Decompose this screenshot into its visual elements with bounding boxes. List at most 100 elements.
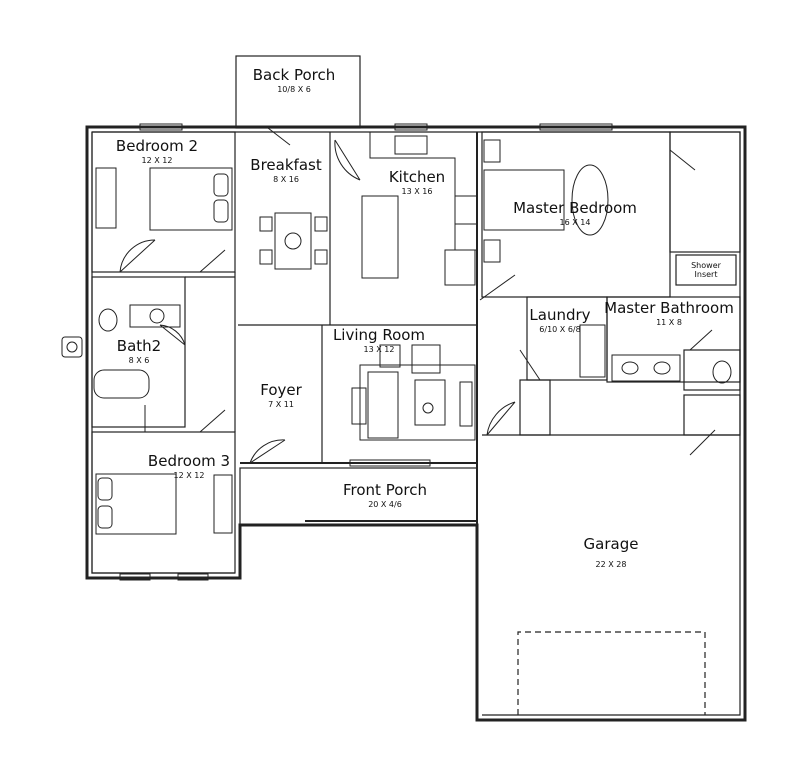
window — [119, 573, 151, 581]
dresser — [95, 167, 117, 229]
hall-closet — [519, 379, 551, 436]
bath2-walls — [91, 276, 186, 428]
sofa — [367, 371, 399, 439]
room-dims: 7 X 11 — [268, 400, 294, 409]
hose-bib-icon — [61, 336, 83, 358]
master-closet — [669, 131, 741, 253]
room-name: Garage — [583, 535, 639, 553]
door-swing — [159, 324, 186, 346]
door-swing — [519, 349, 541, 381]
chair — [314, 216, 328, 232]
window — [349, 459, 431, 467]
room-name: Back Porch — [252, 66, 336, 84]
chair — [259, 216, 273, 232]
room-name: Bedroom 2 — [115, 137, 199, 155]
room-name: Master Bathroom — [604, 299, 734, 317]
room-name: Kitchen — [388, 168, 446, 186]
window — [139, 123, 183, 131]
door-swing — [669, 149, 696, 171]
room-bedroom3: Bedroom 3 12 X 12 — [148, 454, 230, 480]
house-inner-wall-line — [91, 131, 741, 716]
window — [177, 573, 209, 581]
centerpiece — [284, 232, 302, 250]
master-bathroom-walls — [606, 296, 741, 383]
sink — [653, 361, 671, 375]
toilet — [712, 360, 732, 384]
shower-insert-label: Shower Insert — [691, 261, 721, 280]
nightstand — [483, 139, 501, 163]
room-dims: 12 X 12 — [173, 471, 205, 480]
room-dims: 11 X 8 — [656, 318, 682, 327]
door-swing — [267, 127, 291, 146]
room-dims: 8 X 6 — [128, 356, 150, 365]
rug — [359, 364, 476, 441]
sink — [394, 135, 428, 155]
door-swing — [479, 274, 516, 301]
room-dims: 10/8 X 6 — [277, 85, 311, 94]
room-kitchen: Kitchen 13 X 16 — [389, 170, 445, 196]
window — [394, 123, 428, 131]
bedroom2-walls — [91, 131, 236, 273]
room-garage: Garage 22 X 28 — [584, 537, 639, 569]
end-table — [351, 387, 367, 425]
room-dims: 12 X 12 — [141, 156, 173, 165]
stove — [454, 195, 478, 225]
room-foyer: Foyer 7 X 11 — [260, 383, 302, 409]
pillow — [97, 477, 113, 501]
room-living-room: Living Room 13 X 12 — [333, 328, 425, 354]
chair — [259, 249, 273, 265]
room-laundry: Laundry 6/10 X 6/8 — [529, 308, 590, 334]
room-name: Master Bedroom — [513, 199, 637, 217]
dresser — [213, 474, 233, 534]
room-name: Bath2 — [116, 337, 162, 355]
bed — [483, 169, 565, 231]
room-breakfast: Breakfast 8 X 16 — [250, 158, 321, 184]
double-vanity — [611, 354, 681, 382]
toilet-room — [683, 349, 741, 391]
room-dims: 22 X 28 — [595, 560, 627, 569]
room-master-bathroom: Master Bathroom 11 X 8 — [604, 301, 734, 327]
shower-insert-line2: Insert — [694, 269, 718, 279]
door-swing — [199, 409, 226, 433]
closet-small — [683, 394, 741, 436]
sink — [149, 308, 165, 324]
room-dims: 16 X 14 — [559, 218, 591, 227]
house-outer-wall — [85, 125, 747, 722]
room-master-bedroom: Master Bedroom 16 X 14 — [513, 201, 637, 227]
pillow — [213, 173, 229, 197]
toilet — [98, 308, 118, 332]
room-name: Living Room — [332, 326, 426, 344]
armchair — [379, 344, 401, 368]
tub — [93, 369, 150, 399]
bed — [95, 473, 177, 535]
nightstand — [483, 239, 501, 263]
fridge — [444, 249, 476, 286]
room-dims: 8 X 16 — [273, 175, 299, 184]
soaking-tub — [571, 164, 609, 236]
door-swing — [486, 401, 516, 436]
shower-insert-line1: Shower — [691, 261, 721, 270]
door-swing — [249, 439, 286, 464]
door-swing — [689, 329, 713, 351]
garage-door-outline — [517, 631, 706, 715]
door-swing — [119, 239, 156, 273]
room-bedroom2: Bedroom 2 12 X 12 — [116, 139, 198, 165]
bedroom3-walls — [91, 431, 236, 574]
dining-table — [274, 212, 312, 270]
room-dims: 20 X 4/6 — [368, 500, 402, 509]
room-name: Bedroom 3 — [147, 452, 231, 470]
door-swing — [199, 249, 226, 273]
washer — [579, 324, 606, 378]
door-swing — [334, 139, 361, 181]
side-chair — [459, 381, 473, 427]
room-front-porch: Front Porch 20 X 4/6 — [343, 483, 427, 509]
vanity — [129, 304, 181, 328]
room-bath2: Bath2 8 X 6 — [117, 339, 161, 365]
shower-insert — [675, 254, 737, 286]
room-name: Foyer — [260, 381, 302, 399]
armchair — [411, 344, 441, 374]
room-back-porch: Back Porch 10/8 X 6 — [253, 68, 335, 94]
room-dims: 13 X 12 — [363, 345, 395, 354]
front-porch-outline — [239, 467, 478, 526]
